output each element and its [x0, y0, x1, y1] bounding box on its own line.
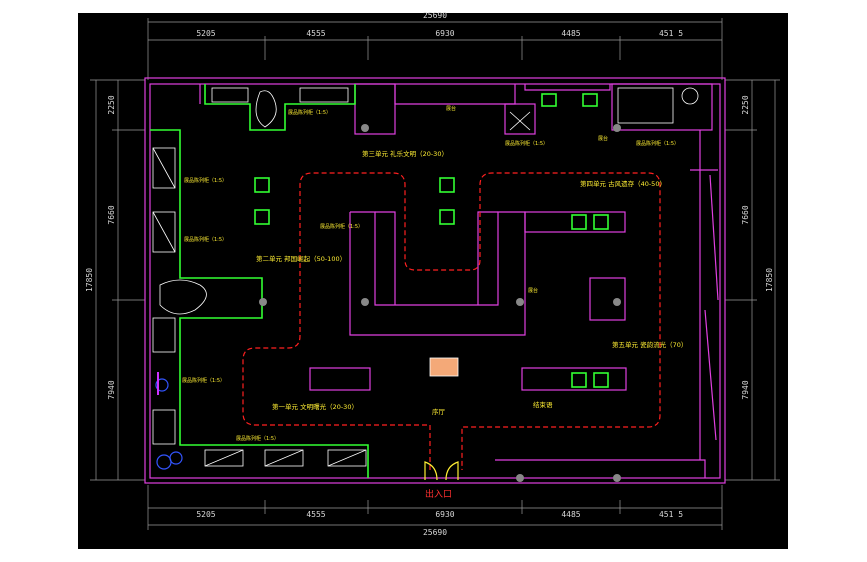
label-unit-one: 第一单元 文明曙光（20-30） — [272, 402, 358, 411]
label-end-hall: 结束语 — [533, 400, 553, 409]
dim-left-3: 7940 — [107, 380, 116, 399]
entrance-doors — [424, 461, 459, 481]
dim-bottom-5: 451 5 — [659, 510, 683, 519]
dim-left-2: 7660 — [107, 205, 116, 224]
dim-left-total: 17850 — [85, 268, 94, 292]
cabinets — [152, 87, 699, 467]
label-case-b: 展品陈列柜（1:5） — [184, 177, 227, 184]
dimension-lines — [90, 18, 780, 530]
dim-top-1: 5205 — [196, 29, 215, 38]
dim-bottom-2: 4555 — [306, 510, 325, 519]
label-stand-a: 展台 — [446, 105, 456, 112]
label-case-a: 展品陈列柜（1:5） — [288, 109, 331, 116]
dim-bottom-3: 6930 — [435, 510, 454, 519]
dim-right-total: 17850 — [765, 268, 774, 292]
label-unit-five: 第五单元 瓷韵流光（70） — [612, 340, 687, 349]
columns — [259, 124, 621, 482]
label-case-f: 展品陈列柜（1:5） — [320, 223, 363, 230]
label-unit-two: 第二单元 邦国崛起（50-100） — [256, 254, 346, 263]
dim-right-3: 7940 — [741, 380, 750, 399]
label-case-h: 展品陈列柜（1:5） — [636, 140, 679, 147]
display-cases — [150, 84, 609, 478]
dim-top-2: 4555 — [306, 29, 325, 38]
label-case-c: 展品陈列柜（1:5） — [184, 236, 227, 243]
dim-bottom-4: 4485 — [561, 510, 580, 519]
dim-right-2: 7660 — [741, 205, 750, 224]
dim-left-1: 2250 — [107, 95, 116, 114]
outer-walls — [144, 77, 726, 484]
label-hall: 序厅 — [432, 407, 446, 416]
dim-right-1: 2250 — [741, 95, 750, 114]
decor-circles — [155, 372, 183, 470]
dim-bottom-1: 5205 — [196, 510, 215, 519]
dim-top-4: 4485 — [561, 29, 580, 38]
dimension-text: 25690 5205 4555 6930 4485 451 5 5205 455… — [85, 11, 774, 537]
room-labels: 第三单元 礼乐文明（20-30） 第四单元 古风遗存（40-50） 第二单元 邦… — [182, 105, 687, 500]
label-entrance: 出入口 — [425, 488, 452, 500]
label-unit-three: 第三单元 礼乐文明（20-30） — [362, 149, 448, 158]
label-unit-four: 第四单元 古风遗存（40-50） — [580, 179, 666, 188]
central-exhibit — [429, 357, 459, 377]
dim-top-3: 6930 — [435, 29, 454, 38]
label-case-g: 展品陈列柜（1:5） — [505, 140, 548, 147]
label-case-e: 展品陈列柜（1:5） — [236, 435, 279, 442]
visitor-route — [242, 172, 661, 470]
label-stand-c: 展台 — [598, 135, 608, 142]
label-case-d: 展品陈列柜（1:5） — [182, 377, 225, 384]
dim-total-bottom: 25690 — [423, 528, 447, 537]
dim-top-5: 451 5 — [659, 29, 683, 38]
label-stand-b: 展台 — [528, 287, 538, 294]
dim-total-top: 25690 — [423, 11, 447, 20]
